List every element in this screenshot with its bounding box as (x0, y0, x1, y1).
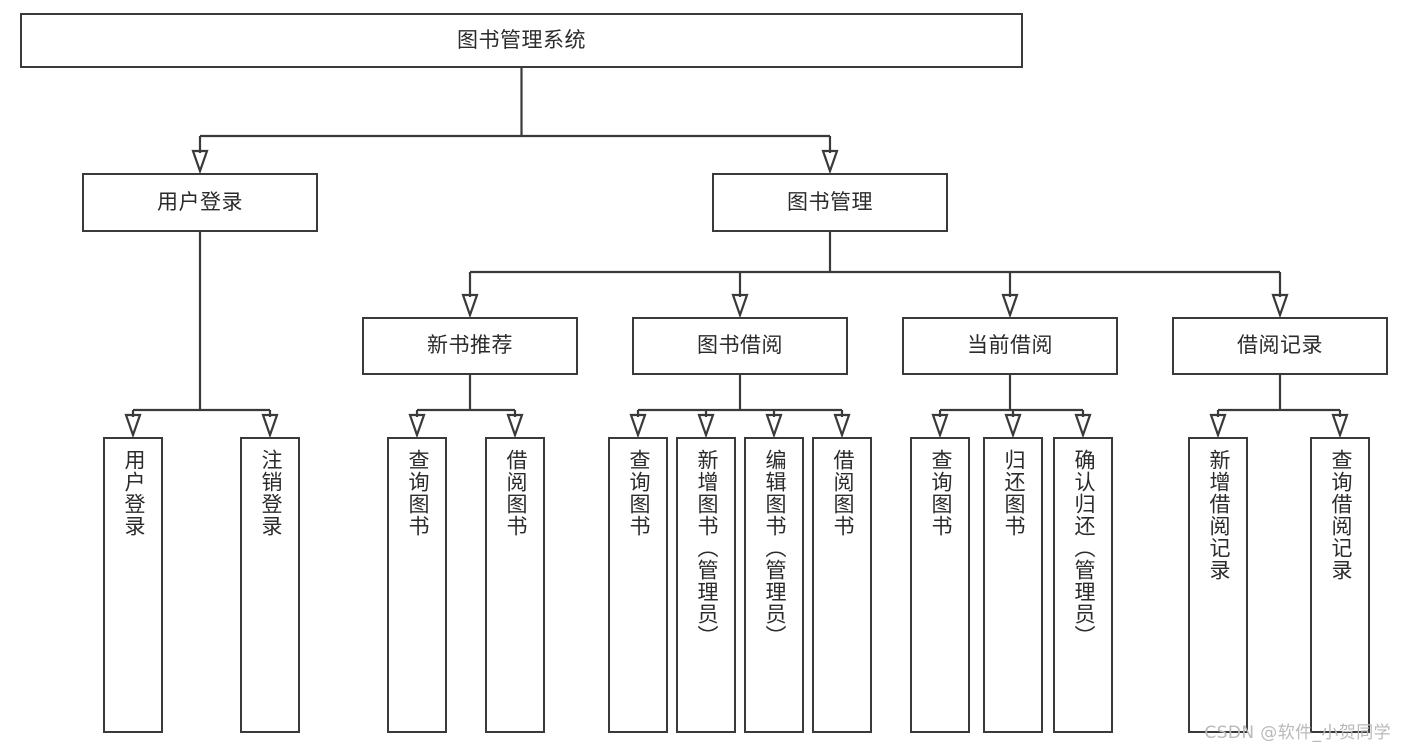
node-leaf-logout[interactable]: 注销登录 (240, 437, 300, 733)
csdn-watermark: CSDN @软件_小贺同学 (1204, 723, 1391, 743)
node-label-leaf-logout: 注销登录 (258, 449, 283, 537)
node-bookmgmt[interactable]: 图书管理 (712, 173, 948, 232)
node-borrow[interactable]: 图书借阅 (632, 317, 848, 375)
node-label-current: 当前借阅 (967, 333, 1053, 358)
node-label-newbook: 新书推荐 (427, 333, 513, 358)
node-login[interactable]: 用户登录 (82, 173, 318, 232)
node-label-leaf-rc-add: 新增借阅记录 (1206, 449, 1231, 581)
node-leaf-cu-confirm[interactable]: 确认归还（管理员） (1053, 437, 1113, 733)
arrow-head-leaf-rc-query (1331, 413, 1349, 439)
node-label-leaf-rc-query: 查询借阅记录 (1328, 449, 1353, 581)
node-label-root: 图书管理系统 (457, 27, 586, 52)
arrow-head-leaf-login (124, 413, 142, 439)
node-records[interactable]: 借阅记录 (1172, 317, 1388, 375)
node-label-borrow: 图书借阅 (697, 333, 783, 358)
arrow-head-records (1271, 293, 1289, 319)
arrow-head-login (191, 149, 209, 175)
node-leaf-bw-lend[interactable]: 借阅图书 (812, 437, 872, 733)
node-leaf-bw-edit[interactable]: 编辑图书（管理员） (744, 437, 804, 733)
node-leaf-bw-add[interactable]: 新增图书（管理员） (676, 437, 736, 733)
node-label-leaf-cu-query: 查询图书 (928, 449, 953, 537)
arrow-head-bookmgmt (821, 149, 839, 175)
arrow-head-current (1001, 293, 1019, 319)
arrow-head-leaf-nb-query (408, 413, 426, 439)
node-current[interactable]: 当前借阅 (902, 317, 1118, 375)
node-leaf-cu-query[interactable]: 查询图书 (910, 437, 970, 733)
node-label-records: 借阅记录 (1237, 333, 1323, 358)
arrow-head-borrow (731, 293, 749, 319)
node-label-leaf-nb-query: 查询图书 (405, 449, 430, 537)
node-label-leaf-bw-add: 新增图书（管理员） (694, 449, 719, 647)
node-leaf-bw-query[interactable]: 查询图书 (608, 437, 668, 733)
node-label-leaf-login: 用户登录 (121, 449, 146, 537)
node-leaf-nb-borrow[interactable]: 借阅图书 (485, 437, 545, 733)
arrow-head-leaf-bw-query (629, 413, 647, 439)
node-leaf-rc-query[interactable]: 查询借阅记录 (1310, 437, 1370, 733)
arrow-head-leaf-nb-borrow (506, 413, 524, 439)
node-label-bookmgmt: 图书管理 (787, 189, 873, 214)
arrow-head-newbook (461, 293, 479, 319)
node-label-login: 用户登录 (157, 189, 243, 214)
node-label-leaf-nb-borrow: 借阅图书 (503, 449, 528, 537)
arrow-head-leaf-rc-add (1209, 413, 1227, 439)
node-leaf-rc-add[interactable]: 新增借阅记录 (1188, 437, 1248, 733)
node-leaf-cu-return[interactable]: 归还图书 (983, 437, 1043, 733)
node-label-leaf-cu-confirm: 确认归还（管理员） (1071, 449, 1096, 647)
node-label-leaf-bw-lend: 借阅图书 (830, 449, 855, 537)
node-root[interactable]: 图书管理系统 (20, 13, 1023, 68)
arrow-head-leaf-logout (261, 413, 279, 439)
arrow-head-leaf-cu-confirm (1074, 413, 1092, 439)
arrow-head-leaf-cu-query (931, 413, 949, 439)
node-label-leaf-bw-query: 查询图书 (626, 449, 651, 537)
node-label-leaf-cu-return: 归还图书 (1001, 449, 1026, 537)
arrow-head-leaf-bw-add (697, 413, 715, 439)
node-leaf-login[interactable]: 用户登录 (103, 437, 163, 733)
node-leaf-nb-query[interactable]: 查询图书 (387, 437, 447, 733)
arrow-head-leaf-bw-edit (765, 413, 783, 439)
node-newbook[interactable]: 新书推荐 (362, 317, 578, 375)
arrow-head-leaf-bw-lend (833, 413, 851, 439)
arrow-head-leaf-cu-return (1004, 413, 1022, 439)
node-label-leaf-bw-edit: 编辑图书（管理员） (762, 449, 787, 647)
